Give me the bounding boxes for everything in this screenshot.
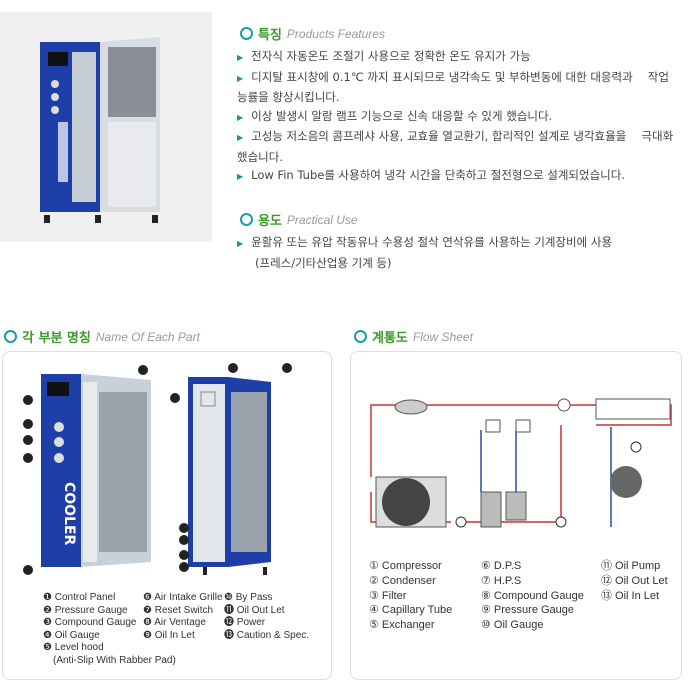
feature-item: ▶Low Fin Tube를 사용하여 냉각 시간을 단축하고 절전형으로 설계…: [237, 168, 625, 182]
features-list: ▶전자식 자동온도 조절기 사용으로 정확한 온도 유지가 가능 ▶디지탈 표시…: [237, 47, 677, 187]
feature-item: ▶이상 발생시 알람 램프 기능으로 신속 대응할 수 있게 했습니다.: [237, 108, 553, 123]
bullet-icon: ▶: [237, 133, 244, 142]
features-heading: 특징 Products Features: [240, 24, 385, 43]
parts-diagram: COOLER: [23, 363, 292, 575]
product-image: [0, 12, 212, 242]
circle-icon: [354, 330, 367, 343]
feature-item: ▶고성능 저소음의 콤프레샤 사용, 교효율 열교환기, 합리적인 설계로 냉각…: [237, 129, 674, 164]
flow-heading: 계통도 Flow Sheet: [354, 327, 473, 346]
bullet-icon: ▶: [237, 73, 244, 83]
circle-icon: [4, 330, 17, 343]
circle-icon: [240, 27, 253, 40]
parts-heading: 각 부분 명칭 Name Of Each Part: [4, 327, 200, 346]
bullet-icon: ▶: [237, 53, 244, 62]
cooler-unit-illustration: [40, 37, 160, 223]
circle-icon: [240, 213, 253, 226]
flow-sheet-diagram: [370, 398, 672, 528]
cooler-logo: COOLER: [61, 482, 77, 546]
bullet-icon: ▶: [237, 112, 244, 122]
bullet-icon: ▶: [237, 239, 244, 248]
usage-heading: 용도 Practical Use: [240, 210, 358, 229]
feature-item: ▶전자식 자동온도 조절기 사용으로 정확한 온도 유지가 가능: [237, 49, 531, 63]
feature-item: ▶디지탈 표시창에 0.1℃ 까지 표시되므로 냉각속도 및 부하변동에 대한 …: [237, 69, 669, 105]
usage-text: ▶윤활유 또는 유압 작동유나 수용성 절삭 연삭유를 사용하는 기계장비에 사…: [237, 235, 613, 270]
bullet-icon: ▶: [237, 172, 244, 181]
